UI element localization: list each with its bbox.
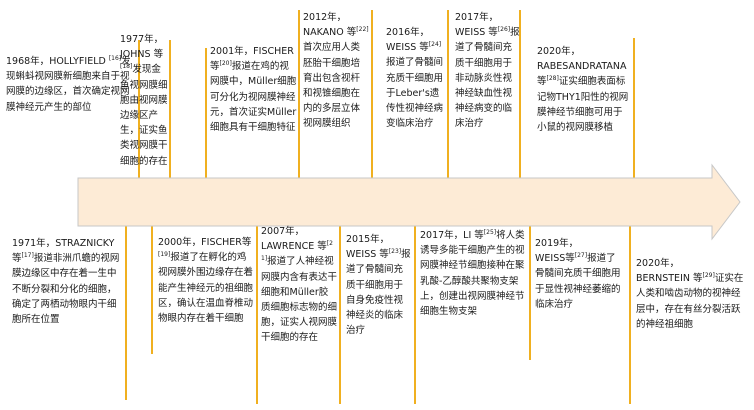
event-text: 证实细胞表面标记物THY1阳性的视网膜神经节细胞可用于小鼠的视网膜移植 xyxy=(537,76,629,134)
event-year: 2007年， xyxy=(261,226,305,237)
citation-ref: [27] xyxy=(574,252,588,260)
event-text-pre: WEISS 等 xyxy=(455,27,498,39)
citation-ref: [23] xyxy=(388,248,402,256)
citation-ref: [22] xyxy=(356,26,369,34)
event-text-pre: 1971年， xyxy=(12,238,56,249)
event-text: 发现蝌蚪视网膜新细胞来自于视网膜的边缘区，首次确定视网膜神经元产生的部位 xyxy=(6,56,131,113)
event-year: 2015年， xyxy=(346,234,390,245)
event-year: 2017年， xyxy=(455,12,499,23)
event-year: 2020年， xyxy=(537,46,581,57)
event-text: 报道了人神经视网膜内含有表达干细胞和Müller胶质细胞标志物的细胞，证实人视网… xyxy=(261,256,338,344)
event-text: 将人类诱导多能干细胞产生的视网膜神经节细胞接种在聚乳酸-乙醇酸共聚物支架上，创建… xyxy=(420,230,525,318)
event-text: 报道了骨髓间充质干细胞用于非动脉炎性视神经缺血性视神经病变的临床治疗 xyxy=(455,27,520,130)
event-text-pre: BERNSTEIN 等 xyxy=(636,273,703,285)
event-text-pre: 2001年，FISCHER 等 xyxy=(210,46,294,73)
event-1968: 1968年，HOLLYFIELD [16]发现蝌蚪视网膜新细胞来自于视网膜的边缘… xyxy=(6,54,131,113)
citation-ref: [25] xyxy=(483,228,497,236)
event-2020a: 2020年， RABESANDRATANA 等[28]证实细胞表面标记物THY1阳… xyxy=(537,44,631,135)
citation-ref: [19] xyxy=(158,251,171,259)
event-year: 2016年， xyxy=(386,27,430,38)
event-text-pre: 2000年，FISCHER等 xyxy=(158,237,252,248)
citation-ref: [21] xyxy=(261,240,333,263)
event-2007: 2007年， LAWRENCE 等[21]报道了人神经视网膜内含有表达干细胞和Mü… xyxy=(261,224,337,346)
citation-ref: [24] xyxy=(428,41,442,49)
event-2020b: 2020年， BERNSTEIN 等[29]证实在人类和啮齿动物的视神经层中，存在… xyxy=(636,256,744,332)
event-2001: 2001年，FISCHER 等[20]报道在鸡的视网膜中，Müller细胞可分化… xyxy=(210,44,297,135)
event-text: 报道了骨髓间充质干细胞用于自身免疫性视神经炎的临床治疗 xyxy=(346,249,411,337)
event-2017a: 2017年，LI 等[25]将人类诱导多能干细胞产生的视网膜神经节细胞接种在聚乳… xyxy=(420,228,526,319)
citation-ref: [29] xyxy=(702,272,715,280)
citation-ref: [28] xyxy=(546,75,559,83)
event-text: 报道在鸡的视网膜中，Müller细胞可分化为视网膜神经元，首次证实Müller细… xyxy=(210,61,297,134)
event-text: 报道非洲爪蟾的视网膜边缘区中存在着一生中不断分裂和分化的细胞，确定了两栖动物眼内… xyxy=(12,253,120,326)
event-text-pre: WEISS 等 xyxy=(346,249,389,261)
citation-ref: [26] xyxy=(497,26,511,34)
event-year: 2012年， xyxy=(303,12,347,23)
event-2012: 2012年， NAKANO 等[22] 首次应用人类胚胎干细胞培育出包含视杆和视锥细… xyxy=(303,10,369,132)
event-text: 报道了在孵化的鸡视网膜外围边缘存在着能产生神经元的祖细胞区，确认在温血脊椎动物眼… xyxy=(158,252,254,325)
event-2017b: 2017年， WEISS 等[26]报道了骨髓间充质干细胞用于非动脉炎性视神经缺血… xyxy=(455,10,521,132)
event-2000: 2000年，FISCHER等 [19]报道了在孵化的鸡视网膜外围边缘存在着能产生神… xyxy=(158,235,254,326)
event-year: 2019年， xyxy=(535,238,579,249)
event-text: 首次应用人类胚胎干细胞培育出包含视杆和视锥细胞在内的多层立体视网膜组织 xyxy=(303,42,361,130)
citation-ref: [16] xyxy=(108,54,122,62)
event-text-pre: WEISS 等 xyxy=(386,42,429,54)
event-text-pre: LAWRENCE 等 xyxy=(261,241,327,253)
event-2015: 2015年， WEISS 等[23]报道了骨髓间充质干细胞用于自身免疫性视神经炎的… xyxy=(346,232,412,338)
event-year: 1977年， xyxy=(120,34,164,45)
event-text-pre: JOHNS 等 xyxy=(120,49,164,61)
event-1971: 1971年，STRAZNICKY 等[17]报道非洲爪蟾的视网膜边缘区中存在着一… xyxy=(12,238,120,326)
event-2016: 2016年， WEISS 等[24] 报道了骨髓间充质干细胞用于Leber's遗传性… xyxy=(386,25,446,131)
event-2019: 2019年， WEISS等[27]报道了骨髓间充质干细胞用于显性视神经萎缩的临床治… xyxy=(535,236,621,312)
event-text-pre: 1968年， xyxy=(6,56,50,67)
citation-ref: [18] xyxy=(120,63,133,71)
event-text: 证实在人类和啮齿动物的视神经层中，存在有丝分裂活跃的神经祖细胞 xyxy=(636,273,744,330)
event-text-pre: RABESANDRATANA 等 xyxy=(537,61,627,88)
event-text: 报道了骨髓间充质干细胞用于Leber's遗传性视神经病变临床治疗 xyxy=(386,57,444,130)
arrow-body xyxy=(77,163,741,241)
citation-ref: [20] xyxy=(219,60,232,68)
event-text: 报道了骨髓间充质干细胞用于显性视神经萎缩的临床治疗 xyxy=(535,253,621,310)
citation-ref: [17] xyxy=(21,252,34,260)
event-text-pre: NAKANO 等 xyxy=(303,27,357,39)
event-1977: 1977年， JOHNS 等 [18]发现金鱼视网膜细胞由视网膜边缘区产生，证实鱼类… xyxy=(120,32,168,169)
event-text-pre: 2017年，LI 等 xyxy=(420,230,484,241)
event-text: 发现金鱼视网膜细胞由视网膜边缘区产生，证实鱼类视网膜干细胞的存在 xyxy=(120,64,168,167)
event-text-pre: WEISS等 xyxy=(535,253,575,265)
event-year: 2020年， xyxy=(636,258,680,269)
